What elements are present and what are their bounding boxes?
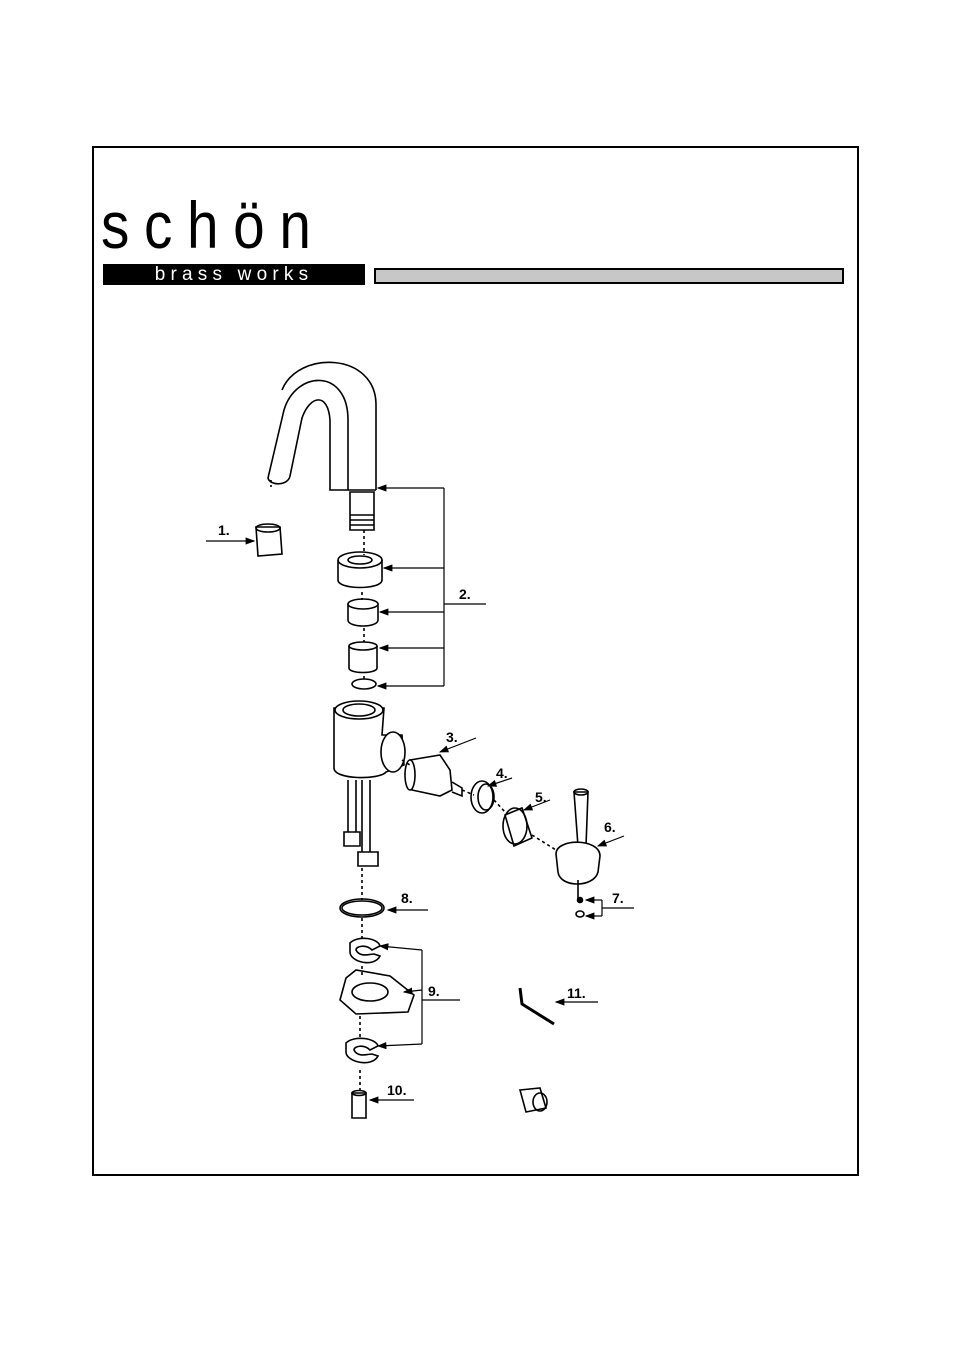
cover-sleeve xyxy=(503,808,532,846)
label-part-2: 2. xyxy=(459,586,471,602)
leader-9-a xyxy=(380,946,422,950)
label-part-4: 4. xyxy=(496,765,508,781)
leader-9-c xyxy=(378,1044,422,1046)
cartridge-nut xyxy=(471,781,494,813)
hex-key xyxy=(520,988,554,1024)
label-part-10: 10. xyxy=(387,1082,406,1098)
mounting-bracket xyxy=(340,970,414,1014)
threaded-stud xyxy=(352,1091,366,1119)
set-screw xyxy=(576,898,584,918)
label-part-7: 7. xyxy=(612,890,624,906)
mounting-plate-upper xyxy=(350,938,380,962)
o-ring-upper xyxy=(352,679,376,689)
label-part-3: 3. xyxy=(446,729,458,745)
label-part-1: 1. xyxy=(218,522,230,538)
threaded-ring xyxy=(348,599,378,626)
faucet-body xyxy=(334,701,405,866)
spare-fitting xyxy=(520,1088,547,1112)
label-part-9: 9. xyxy=(428,983,440,999)
bushing xyxy=(349,642,377,673)
mounting-plate-lower xyxy=(346,1038,378,1062)
spout-collar xyxy=(338,552,382,588)
cartridge xyxy=(405,755,462,796)
lever-handle xyxy=(556,789,600,900)
aerator xyxy=(256,524,282,556)
spout xyxy=(268,362,376,530)
label-part-6: 6. xyxy=(604,819,616,835)
label-part-8: 8. xyxy=(401,890,413,906)
base-gasket xyxy=(340,899,384,917)
leader-6 xyxy=(598,836,624,846)
label-part-5: 5. xyxy=(535,789,547,805)
label-part-11: 11. xyxy=(567,985,586,1001)
